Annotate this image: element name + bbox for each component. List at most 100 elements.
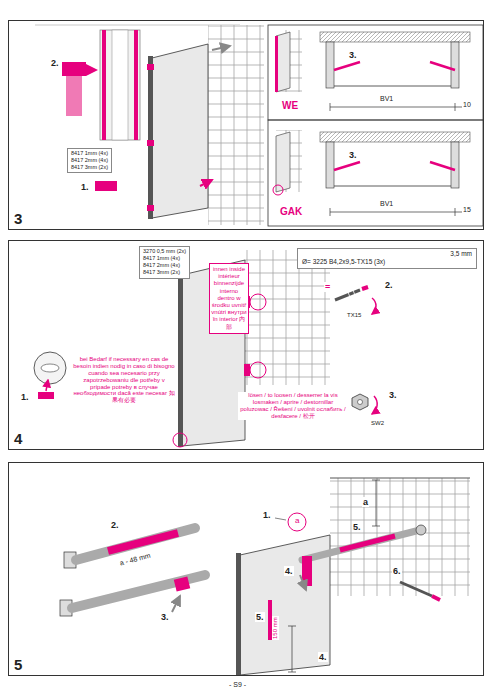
line-art (288, 513, 306, 531)
box-text: 8417 3mm (2x) (143, 269, 186, 276)
callout-number: 3. (348, 50, 358, 60)
line-art (70, 69, 96, 71)
line-art (302, 530, 420, 560)
line-art (372, 480, 380, 526)
annotation-label: BV1 (379, 200, 394, 208)
line-art (212, 46, 230, 50)
panel-4-art (34, 250, 377, 447)
line-art (416, 525, 426, 535)
line-art (330, 208, 470, 216)
annotation-label: = (324, 282, 331, 292)
annotation-label: 15 (462, 206, 472, 214)
line-art (326, 42, 334, 88)
panel-3-art (35, 25, 483, 226)
step-number: 3 (14, 210, 22, 227)
box-text: 8417 1mm (4x) (71, 150, 108, 157)
line-art (372, 298, 376, 314)
line-art (276, 130, 302, 192)
callout-number: 3. (388, 390, 398, 400)
box-text: 3,5 mm (302, 250, 472, 258)
line-art (245, 250, 330, 385)
line-art (288, 626, 296, 672)
line-art (362, 287, 368, 289)
step-number: 5 (14, 656, 22, 673)
step-panel: 5 (8, 462, 484, 676)
line-art (172, 596, 180, 612)
parts-list-box: 3270 0,5 mm (2x)8417 1mm (4x)8417 2mm (4… (139, 246, 190, 279)
line-art (275, 36, 278, 92)
line-art (236, 553, 241, 676)
line-art (372, 396, 377, 414)
annotation-label: a (362, 497, 369, 507)
callout-number: 4. (284, 566, 294, 576)
box-text: 8417 1mm (4x) (143, 255, 186, 262)
line-art (41, 364, 59, 372)
callout-number: 3. (348, 150, 358, 160)
box-text: 3270 0,5 mm (2x) (143, 248, 186, 255)
line-art (326, 142, 334, 188)
line-art (112, 30, 128, 140)
line-art (174, 576, 190, 591)
line-art (348, 290, 356, 300)
annotation-label: lösen / to loosen / desserrer la vis los… (238, 392, 348, 420)
annotation-label: - S9 - (228, 681, 247, 689)
box-text: Ø= 3225 B4,2x9,5-TX15 (3x) (302, 258, 472, 266)
line-art (451, 142, 459, 188)
line-art (244, 364, 250, 376)
callout-number: 5. (255, 612, 265, 622)
line-art (352, 394, 368, 410)
line-art (72, 575, 205, 608)
annotation-label: GAK (279, 206, 303, 218)
annotation-label: a (294, 516, 300, 525)
parts-list-box: 8417 1mm (4x)8417 2mm (4x)8417 3mm (2x) (67, 148, 112, 173)
annotation-label: bei Bedarf if necessary en cas de besoin… (72, 356, 176, 404)
line-art (208, 25, 264, 225)
line-art (108, 533, 178, 551)
callout-number: 1. (80, 182, 90, 192)
screw-spec-box: 3,5 mmØ= 3225 B4,2x9,5-TX15 (3x) (297, 248, 477, 269)
annotation-label: TX15 (346, 312, 362, 319)
line-art (147, 205, 154, 211)
line-art (250, 362, 266, 378)
line-art (334, 62, 455, 70)
callout-number: 3. (160, 612, 170, 622)
line-art (268, 120, 483, 226)
annotation-label: a - 48 mm (118, 551, 152, 567)
callout-number: 1. (20, 392, 30, 402)
line-art (273, 185, 283, 195)
step-panel: 3 8417 1mm (4x)8417 2mm (4x)8417 3mm (2x) (8, 20, 484, 230)
line-art (250, 294, 266, 310)
line-art (276, 132, 290, 192)
line-art (268, 25, 483, 120)
line-art (104, 30, 136, 140)
callout-number: 1. (262, 510, 272, 520)
annotation-label: BV1 (379, 95, 394, 103)
line-art (432, 596, 440, 600)
inside-note-box: innen inside intérieur binnenzijde inter… (209, 263, 249, 334)
line-art (451, 42, 459, 88)
annotation-label: 10 (462, 101, 472, 109)
line-art (358, 400, 363, 405)
line-art (46, 380, 48, 391)
line-art (95, 181, 117, 191)
box-text: 8417 2mm (4x) (143, 262, 186, 269)
annotation-label: WE (281, 100, 299, 112)
line-art (178, 272, 183, 447)
callout-number: 5. (352, 522, 362, 532)
callout-number: 2. (110, 520, 120, 530)
step-number: 4 (14, 430, 22, 447)
line-art (148, 56, 153, 219)
line-art (200, 180, 212, 186)
callout-number: 2. (384, 280, 394, 290)
line-art (152, 44, 208, 218)
box-text: 8417 2mm (4x) (71, 157, 108, 164)
line-art (320, 32, 470, 42)
line-art (330, 42, 455, 86)
line-art (400, 582, 432, 596)
box-text: 8417 3mm (2x) (71, 164, 108, 171)
callout-number: 6. (392, 566, 402, 576)
line-art (330, 103, 470, 111)
annotation-label: SW2 (370, 420, 385, 427)
